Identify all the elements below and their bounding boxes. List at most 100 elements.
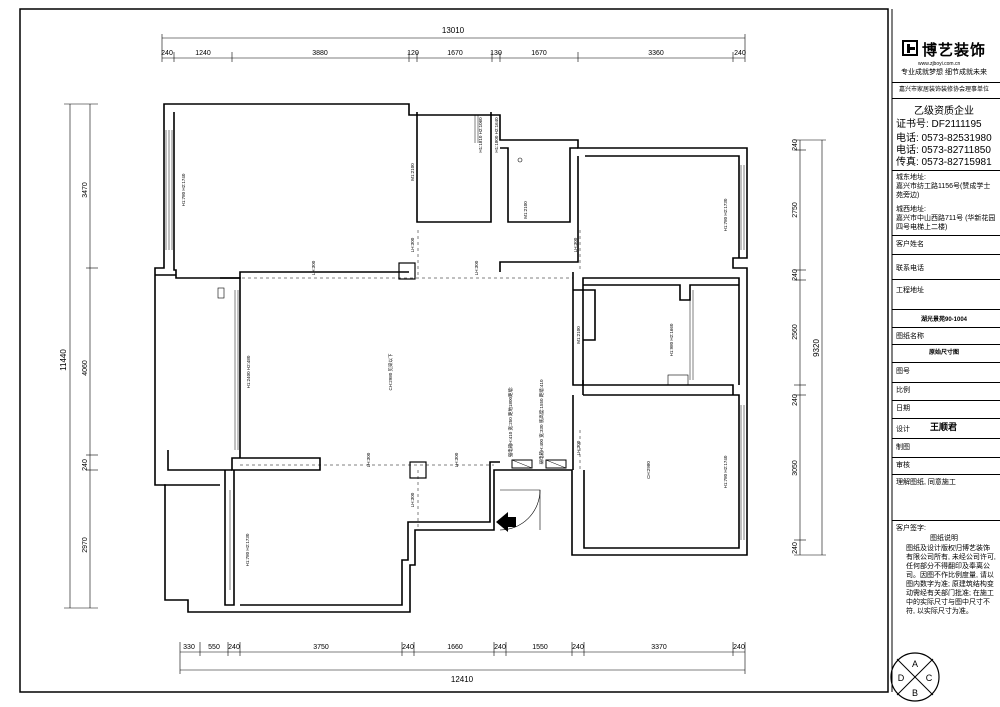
divider (892, 170, 1000, 171)
client-phone-label: 联系电话 (896, 265, 924, 272)
window-label: H1:1800 H2:1640 (494, 117, 499, 153)
disc-letter-c: C (926, 673, 933, 683)
divider (892, 327, 1000, 328)
dim-text: 3750 (313, 644, 329, 651)
dim-text: 240 (733, 644, 745, 651)
phone-1: 电话: 0573-82531980 (896, 133, 992, 144)
drawing-name: 原始尺寸图 (928, 350, 959, 356)
brand-logo-icon (902, 40, 918, 56)
bottom-segment-dims: 330 550 240 3750 240 1660 240 1550 240 3… (183, 644, 745, 651)
column-1 (398, 262, 416, 280)
dim-text: 130 (490, 50, 502, 57)
scale-label: 比例 (896, 387, 910, 394)
dim-text: 2750 (792, 202, 799, 218)
dim-text: 9320 (812, 339, 821, 357)
notes-title: 图纸说明 (930, 535, 958, 542)
divider (892, 418, 1000, 419)
dim-text: 2560 (792, 324, 799, 340)
dim-text: 240 (161, 50, 173, 57)
divider (892, 344, 1000, 345)
beam-lines (176, 230, 581, 528)
project-address-value: 湖光景苑90-1004 (920, 317, 968, 323)
window-label: H1:980 H2:1660 (669, 323, 674, 356)
left-dims: 11440 3470 4060 240 2970 (59, 182, 89, 553)
door-label: M1:2100 (523, 201, 528, 219)
entry-arrow-icon (508, 517, 516, 527)
divider (892, 438, 1000, 439)
address-west-title: 城西地址: (896, 206, 926, 213)
divider (892, 309, 1000, 310)
window-label: H1:780 H2:1730 (245, 533, 250, 566)
divider (892, 457, 1000, 458)
top-overall-dim: 13010 (442, 26, 465, 35)
client-signature-label: 客户签字: (896, 525, 926, 532)
divider (892, 362, 1000, 363)
dim-text: 240 (572, 644, 584, 651)
beam-label: LH:300 (573, 237, 578, 252)
window-label: H1:780 H2:1740 (723, 455, 728, 488)
right-dims: 240 2750 240 2560 240 3050 240 9320 (792, 139, 821, 554)
beam-label: LH:300 (311, 260, 316, 275)
dim-text: 240 (792, 394, 799, 406)
window-label: H1:780 H2:1730 (723, 198, 728, 231)
project-address-label: 工程地址 (896, 287, 924, 294)
divider (892, 520, 1000, 521)
divider (892, 382, 1000, 383)
date-label: 日期 (896, 405, 910, 412)
bottom-dimension-chain (179, 642, 746, 674)
dim-text: 1550 (532, 644, 548, 651)
divider (892, 235, 1000, 236)
dim-text: 240 (792, 139, 799, 151)
beam-label: LH:300 (474, 260, 479, 275)
window-label: H1:2400 H2:480 (246, 355, 251, 388)
dim-text: 3470 (82, 182, 89, 198)
dim-text: 550 (208, 644, 220, 651)
dim-text: 1670 (531, 50, 547, 57)
abcd-disc-logo: A B C D (890, 652, 940, 702)
entry-arrow-icon (496, 512, 508, 532)
door-label: M1:2100 (410, 163, 415, 181)
dim-text: 240 (734, 50, 746, 57)
dim-text: 3880 (312, 50, 328, 57)
divider (892, 279, 1000, 280)
dim-text: 3360 (648, 50, 664, 57)
dim-text: 240 (402, 644, 414, 651)
brand-url: www.zjboyi.com.cn (918, 61, 961, 67)
fixture-icon (217, 287, 225, 299)
beam-label: LH:300 (410, 237, 415, 252)
dim-text: 240 (494, 644, 506, 651)
dim-text: 3370 (651, 644, 667, 651)
dim-text: 1660 (447, 644, 463, 651)
meter-box-mark (511, 459, 533, 469)
window-label: H1:1810 H2:1060 (478, 117, 483, 153)
plan-labels: H1:780 H2:1740 H1:780 H2:1730 H1:980 H2:… (181, 117, 728, 567)
slogan: 专业成就梦想 细节成就未来 (901, 69, 987, 76)
ceiling-label: CH:2980 见梁以下 (387, 353, 394, 391)
brand-name: 博艺装饰 (922, 42, 987, 59)
meter-label: 弱电箱H:400 宽:330 底高度:1550 距墙:410 (538, 379, 545, 465)
beam-label: LH:300 (454, 452, 459, 467)
top-dimension-chain (161, 34, 746, 62)
window-lines (165, 115, 745, 590)
bottom-overall-dim: 12410 (451, 675, 474, 684)
reviewer-label: 审核 (896, 462, 910, 469)
exterior-walls (154, 103, 748, 613)
drawing-name-label: 图纸名称 (896, 333, 924, 340)
divider (892, 400, 1000, 401)
dim-text: 4060 (82, 360, 89, 376)
sheet-border (19, 8, 889, 693)
designer-name: 王顺君 (930, 422, 958, 432)
cert-number: 证书号: DF2111195 (896, 119, 982, 130)
fax: 传真: 0573-82715981 (896, 157, 992, 168)
top-segment-dims: 240 1240 3880 120 1670 130 1670 3360 240 (161, 50, 746, 57)
designer-label: 设计 (896, 426, 910, 433)
phone-2: 电话: 0573-82711850 (896, 145, 991, 156)
dim-text: 240 (792, 542, 799, 554)
disc-letter-b: B (912, 688, 918, 698)
window-label: H1:780 H2:1740 (181, 173, 186, 206)
dim-text: 330 (183, 644, 195, 651)
brand: 博艺装饰 www.zjboyi.com.cn (902, 32, 1000, 67)
divider (892, 474, 1000, 475)
drafter-label: 制图 (896, 444, 910, 451)
